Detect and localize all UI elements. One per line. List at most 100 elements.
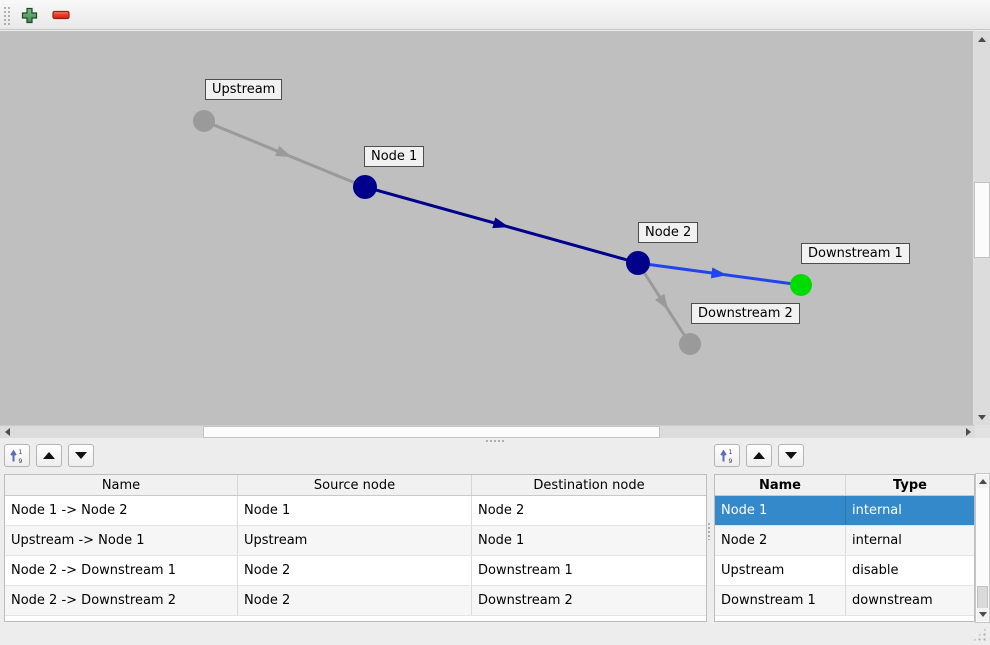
table-cell: Node 1 -> Node 2 [5, 496, 238, 525]
arrow-left-icon [4, 428, 10, 436]
table-cell: downstream [852, 593, 933, 608]
canvas-vertical-scrollbar[interactable] [972, 31, 990, 425]
svg-text:9: 9 [19, 458, 23, 464]
table-cell: Upstream [238, 526, 472, 555]
table-row[interactable]: Upstream disable [715, 556, 974, 586]
sort-ascending-icon: 1 9 [720, 449, 733, 464]
node-label[interactable]: Downstream 1 [801, 243, 910, 264]
node-table-scrollbar[interactable] [975, 473, 990, 623]
table-cell: Upstream [715, 556, 846, 585]
table-cell: Upstream -> Node 1 [5, 526, 238, 555]
edge-move-down-button[interactable] [68, 444, 94, 467]
horizontal-splitter[interactable] [0, 438, 990, 444]
table-cell: Downstream 2 [478, 593, 573, 608]
table-cell: disable [852, 563, 899, 578]
table-cell: Downstream 1 [715, 586, 846, 615]
graph-svg [193, 110, 812, 355]
arrow-up-icon [978, 479, 987, 484]
move-up-icon [753, 452, 765, 459]
add-node-button[interactable] [16, 3, 42, 27]
sort-ascending-icon: 1 9 [10, 449, 23, 464]
horizontal-scroll-thumb[interactable] [203, 426, 660, 438]
column-header[interactable]: Source node [238, 475, 472, 495]
scroll-up-button[interactable] [974, 32, 990, 46]
minus-icon [52, 10, 70, 20]
move-down-icon [75, 452, 87, 459]
table-cell: Node 2 [238, 586, 472, 615]
column-header[interactable]: Destination node [533, 477, 645, 493]
vertical-splitter-grip-icon[interactable] [707, 522, 712, 540]
table-row[interactable]: Node 1 internal [715, 496, 974, 526]
arrow-right-icon [965, 428, 971, 436]
scroll-left-button[interactable] [0, 426, 14, 438]
node-label[interactable]: Node 1 [364, 146, 425, 167]
arrow-down-icon [978, 414, 986, 420]
graph-node[interactable] [626, 251, 650, 275]
table-cell: Node 2 [238, 556, 472, 585]
node-label[interactable]: Upstream [205, 79, 283, 100]
svg-text:1: 1 [729, 449, 733, 456]
splitter-grip-icon [485, 439, 505, 443]
column-header[interactable]: Name [5, 475, 238, 495]
column-header[interactable]: Type [893, 477, 927, 493]
node-move-down-button[interactable] [778, 444, 804, 467]
scroll-down-button[interactable] [974, 410, 990, 424]
edge-arrow-icon [492, 217, 510, 229]
main-toolbar [0, 0, 990, 30]
table-cell: Downstream 1 [478, 563, 573, 578]
move-up-icon [43, 452, 55, 459]
scroll-down-button[interactable] [977, 608, 988, 621]
plus-icon [21, 7, 37, 23]
move-down-icon [785, 452, 797, 459]
svg-text:1: 1 [19, 449, 23, 456]
scroll-up-button[interactable] [977, 475, 988, 488]
graph-node[interactable] [353, 175, 377, 199]
graph-node[interactable] [193, 110, 215, 132]
toolbar-drag-handle[interactable] [3, 6, 10, 25]
table-cell: Node 2 -> Downstream 1 [5, 556, 238, 585]
vertical-scroll-thumb[interactable] [974, 182, 990, 258]
scroll-right-button[interactable] [961, 426, 975, 438]
table-cell: Node 1 [238, 496, 472, 525]
scrollbar-corner [975, 425, 990, 438]
edge-arrow-icon [275, 145, 292, 158]
table-cell: Node 1 [478, 533, 525, 548]
edge-sort-button[interactable]: 1 9 [4, 444, 30, 467]
svg-text:9: 9 [729, 458, 733, 464]
node-label[interactable]: Downstream 2 [691, 303, 800, 324]
table-row[interactable]: Node 2 internal [715, 526, 974, 556]
graph-node[interactable] [790, 274, 812, 296]
column-header[interactable]: Name [715, 475, 846, 495]
node-label[interactable]: Node 2 [638, 222, 699, 243]
window-resize-grip[interactable] [972, 627, 987, 642]
edge-arrow-icon [655, 293, 669, 311]
arrow-up-icon [978, 36, 986, 42]
table-cell: internal [852, 533, 902, 548]
table-cell: Node 2 [715, 526, 846, 555]
table-scroll-thumb[interactable] [977, 586, 988, 609]
remove-node-button[interactable] [48, 3, 74, 27]
node-table-header: Name Type [715, 475, 974, 496]
graph-node[interactable] [679, 333, 701, 355]
table-cell: Node 2 [478, 503, 525, 518]
canvas-horizontal-scrollbar[interactable] [0, 425, 975, 438]
edge-move-up-button[interactable] [36, 444, 62, 467]
table-cell: Node 1 [715, 496, 846, 525]
table-cell: Node 2 -> Downstream 2 [5, 586, 238, 615]
node-move-up-button[interactable] [746, 444, 772, 467]
table-row[interactable]: Downstream 1 downstream [715, 586, 974, 616]
table-cell: internal [852, 503, 902, 518]
node-sort-button[interactable]: 1 9 [714, 444, 740, 467]
edge-arrow-icon [710, 267, 728, 279]
